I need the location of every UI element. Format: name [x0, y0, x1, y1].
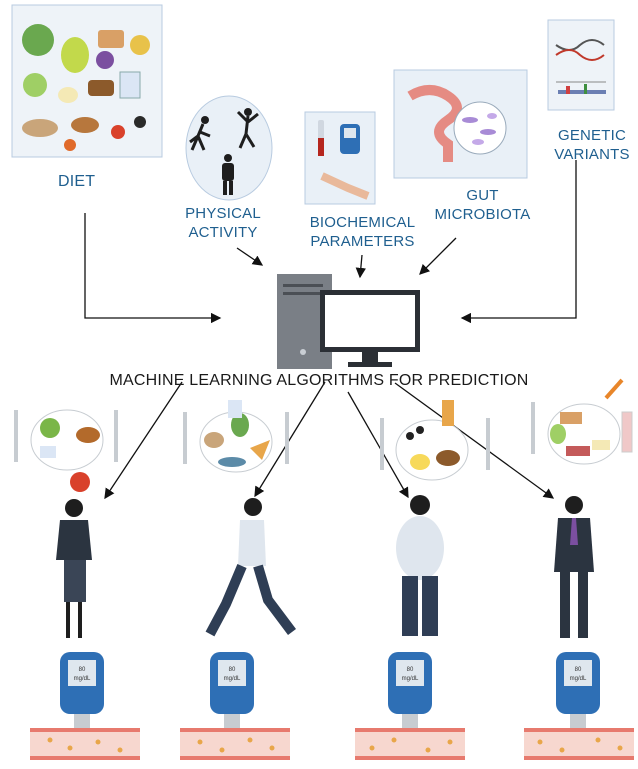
blood-vessel-2 — [180, 728, 290, 760]
diet-foods-icon — [22, 24, 150, 151]
label-biochemical-line2: PARAMETERS — [310, 233, 415, 250]
person-1-icon — [56, 499, 92, 638]
person-3-icon — [396, 495, 444, 636]
input-arrows — [84, 160, 577, 324]
gut-panel — [393, 69, 528, 179]
meal-plate-2 — [183, 400, 289, 473]
person-4-icon — [554, 496, 594, 638]
meter-4-value: 80 — [575, 667, 582, 673]
meter-3-value: 80 — [407, 667, 414, 673]
dna-icon — [555, 39, 606, 94]
physical-activity-panel — [185, 95, 273, 201]
computer-icon — [277, 274, 420, 369]
meter-2-value: 80 — [229, 667, 236, 673]
output-arrows — [104, 381, 555, 500]
glucose-meter-4: 80 mg/dL — [556, 652, 600, 728]
runner-icon — [189, 108, 259, 195]
label-genetic-variants: GENETIC VARIANTS — [546, 126, 638, 164]
meter-2-unit: mg/dL — [224, 676, 241, 682]
person-2-icon — [205, 498, 296, 637]
label-gut-line1: GUT — [466, 187, 499, 204]
meal-plate-3 — [380, 400, 490, 481]
meal-plate-1 — [14, 409, 118, 492]
genetic-panel — [547, 19, 615, 111]
meal-plate-4 — [531, 378, 633, 465]
label-physical-activity-line2: ACTIVITY — [188, 224, 258, 241]
blood-test-icon — [318, 120, 370, 200]
meter-1-unit: mg/dL — [74, 676, 91, 682]
label-physical-activity: PHYSICAL ACTIVITY — [178, 204, 268, 242]
glucose-meter-3: 80 mg/dL — [388, 652, 432, 728]
meter-4-unit: mg/dL — [570, 676, 587, 682]
diet-panel — [11, 4, 163, 158]
label-diet: DIET — [58, 173, 96, 190]
meter-3-unit: mg/dL — [402, 676, 419, 682]
blood-vessels — [30, 728, 634, 760]
label-physical-activity-line1: PHYSICAL — [185, 205, 261, 222]
meter-1-value: 80 — [79, 667, 86, 673]
blood-vessel-1 — [30, 728, 140, 760]
glucose-meter-2: 80 mg/dL — [210, 652, 254, 728]
intestine-icon — [407, 85, 507, 162]
glucose-meter-1: 80 mg/dL — [60, 652, 104, 728]
label-biochemical-parameters: BIOCHEMICAL PARAMETERS — [300, 213, 425, 251]
label-biochemical-line1: BIOCHEMICAL — [309, 214, 416, 231]
label-gut-line2: MICROBIOTA — [434, 206, 531, 223]
blood-vessel-4 — [524, 728, 634, 760]
label-genetic-line2: VARIANTS — [554, 146, 630, 163]
biochemical-panel — [304, 111, 376, 205]
diagram-title: MACHINE LEARNING ALGORITHMS FOR PREDICTI… — [109, 372, 529, 389]
label-genetic-line1: GENETIC — [557, 127, 627, 144]
blood-vessel-3 — [355, 728, 465, 760]
label-gut-microbiota: GUT MICROBIOTA — [420, 186, 545, 224]
